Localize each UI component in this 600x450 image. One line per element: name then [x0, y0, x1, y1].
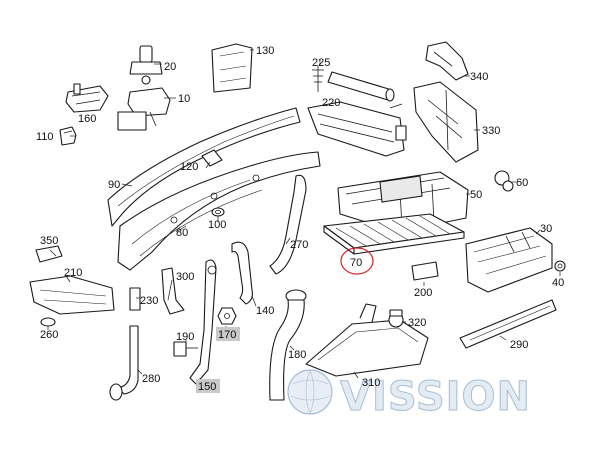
callout-350: 350 — [40, 235, 58, 247]
callout-130: 130 — [256, 45, 274, 57]
callout-310: 310 — [362, 377, 380, 389]
part-200 — [411, 261, 439, 281]
part-120 — [201, 149, 223, 167]
callout-50: 50 — [470, 189, 482, 201]
part-180 — [269, 289, 307, 401]
part-60 — [494, 170, 514, 192]
callout-225: 225 — [312, 57, 330, 69]
callout-100: 100 — [208, 219, 226, 231]
callout-60: 60 — [516, 177, 528, 189]
callout-340: 340 — [470, 71, 488, 83]
part-280 — [109, 325, 139, 401]
part-70 — [323, 213, 465, 255]
part-100 — [211, 207, 225, 217]
callout-260: 260 — [40, 329, 58, 341]
callout-280: 280 — [142, 373, 160, 385]
circle-marker-70 — [340, 247, 374, 275]
part-80 — [117, 151, 321, 271]
part-225 — [312, 66, 395, 102]
part-290 — [459, 299, 557, 349]
callout-120: 120 — [180, 161, 198, 173]
callout-230: 230 — [140, 295, 158, 307]
watermark-text: VISSION — [340, 374, 531, 420]
part-130 — [211, 43, 253, 93]
highlight-box-150 — [196, 379, 220, 393]
part-310 — [305, 303, 429, 377]
watermark: VISSION — [287, 369, 531, 421]
part-90 — [107, 107, 301, 227]
part-220 — [307, 101, 407, 157]
callout-70: 70 — [350, 257, 362, 269]
part-320 — [388, 309, 404, 328]
callout-170: 170 — [218, 329, 236, 341]
part-110 — [59, 126, 77, 146]
part-190 — [173, 341, 198, 357]
part-140 — [231, 241, 253, 305]
callout-300: 300 — [176, 271, 194, 283]
callout-180: 180 — [288, 349, 306, 361]
callout-220: 220 — [322, 97, 340, 109]
part-350 — [35, 245, 63, 263]
part-300 — [161, 267, 185, 315]
part-230 — [129, 287, 141, 311]
watermark-globe-icon — [287, 369, 333, 415]
callout-320: 320 — [408, 317, 426, 329]
callout-40: 40 — [552, 277, 564, 289]
part-10 — [117, 87, 171, 131]
part-270 — [269, 174, 307, 275]
part-30 — [465, 227, 553, 293]
callout-90: 90 — [108, 179, 120, 191]
part-170 — [217, 307, 237, 325]
callout-10: 10 — [178, 93, 190, 105]
callout-20: 20 — [164, 61, 176, 73]
part-40 — [554, 260, 566, 272]
callout-80: 80 — [176, 227, 188, 239]
part-330 — [413, 81, 479, 163]
callout-110: 110 — [36, 131, 54, 143]
callout-labels: 130 225 20 10 110 160 220 340 330 90 120… — [36, 45, 564, 393]
callout-290: 290 — [510, 339, 528, 351]
part-20 — [129, 45, 163, 85]
part-150 — [189, 259, 217, 385]
callout-210: 210 — [64, 267, 82, 279]
part-340 — [425, 41, 469, 81]
callout-150: 150 — [198, 381, 216, 393]
callout-190: 190 — [176, 331, 194, 343]
callout-30: 30 — [540, 223, 552, 235]
callout-160: 160 — [78, 113, 96, 125]
callout-140: 140 — [256, 305, 274, 317]
callout-270: 270 — [290, 239, 308, 251]
part-210 — [29, 275, 115, 315]
part-160 — [65, 83, 109, 113]
highlight-box-170 — [216, 327, 240, 341]
callout-200: 200 — [414, 287, 432, 299]
part-260 — [40, 317, 56, 327]
callout-330: 330 — [482, 125, 500, 137]
